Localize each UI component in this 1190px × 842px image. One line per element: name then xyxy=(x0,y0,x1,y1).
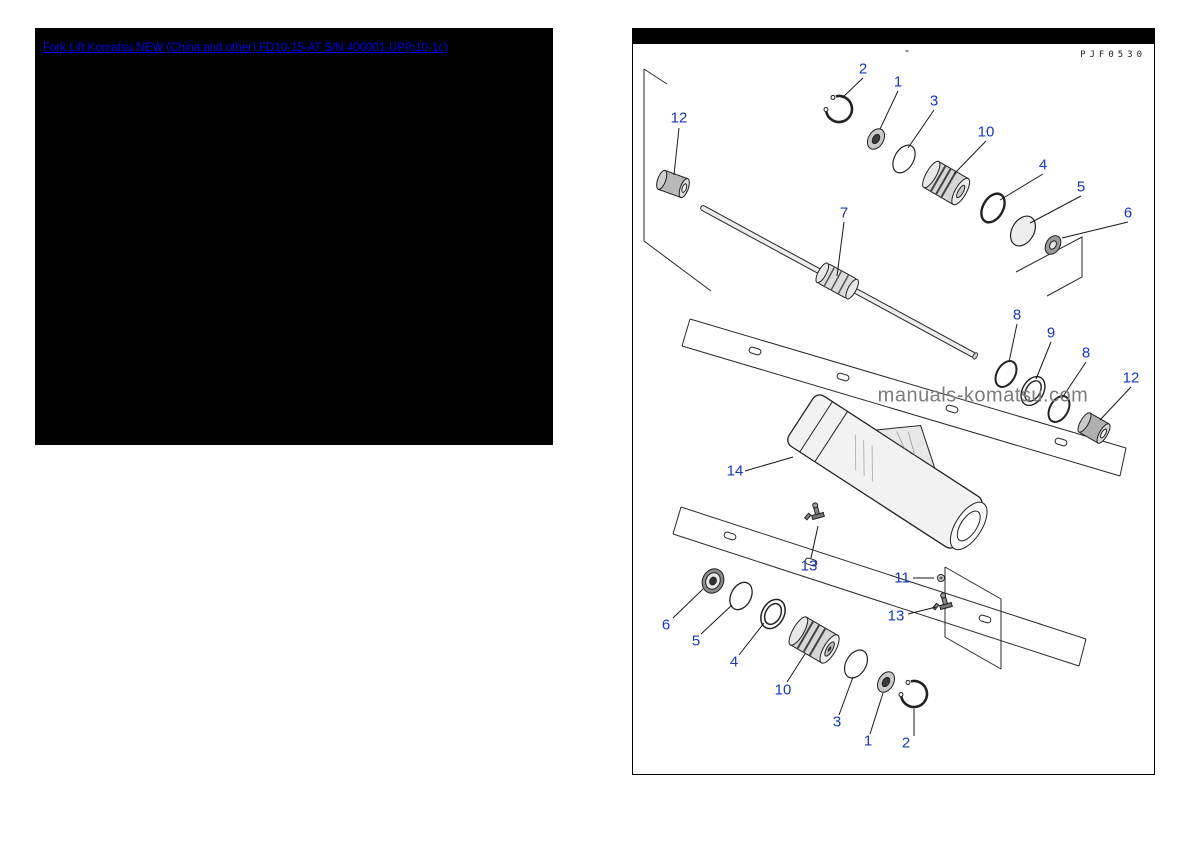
part-plug-11 xyxy=(937,574,945,582)
part-washer-1b xyxy=(876,671,896,693)
callout-3: 3 xyxy=(832,713,842,731)
callout-13: 13 xyxy=(800,557,818,575)
callout-14: 14 xyxy=(726,462,744,480)
part-bushing-12 xyxy=(656,169,690,199)
callout-10: 10 xyxy=(977,123,995,141)
callout-8: 8 xyxy=(1081,344,1091,362)
part-ring-4b xyxy=(760,598,786,630)
callout-4: 4 xyxy=(1038,156,1048,174)
callout-10: 10 xyxy=(774,681,792,699)
callout-1: 1 xyxy=(863,732,873,750)
part-grease-fitting-13a xyxy=(803,502,825,521)
callout-8: 8 xyxy=(1012,306,1022,324)
part-bushing-12b xyxy=(1077,412,1111,444)
part-washer-1 xyxy=(866,128,886,150)
frame-lines xyxy=(643,68,1127,670)
figure-dash: - xyxy=(905,43,909,57)
part-piston-10 xyxy=(922,160,971,206)
part-grease-fitting-13b xyxy=(931,592,953,611)
callout-3: 3 xyxy=(929,92,939,110)
diagram-top-bar xyxy=(633,29,1154,44)
callout-11: 11 xyxy=(894,569,910,587)
callout-13: 13 xyxy=(887,607,905,625)
part-snap-ring-2b xyxy=(898,679,929,709)
exploded-parts-drawing xyxy=(643,68,1132,736)
callout-4: 4 xyxy=(729,653,739,671)
left-black-panel: Fork Lift Komatsu NEW (China and other) … xyxy=(35,28,553,445)
callout-7: 7 xyxy=(839,204,849,222)
part-ring-9 xyxy=(1020,375,1046,407)
callout-2: 2 xyxy=(858,60,868,78)
part-cylinder-body-14 xyxy=(787,394,988,551)
callout-9: 9 xyxy=(1046,324,1056,342)
callout-6: 6 xyxy=(661,616,671,634)
part-spacer-3 xyxy=(892,144,916,174)
figure-code: PJF0530 xyxy=(1080,50,1146,60)
manual-breadcrumb-link[interactable]: Fork Lift Komatsu NEW (China and other) … xyxy=(43,42,448,54)
callout-1: 1 xyxy=(893,73,903,91)
callout-6: 6 xyxy=(1123,204,1133,222)
leader-lines xyxy=(672,77,1132,736)
part-seal-5 xyxy=(1009,215,1037,247)
part-nut-6 xyxy=(1044,235,1062,255)
callout-5: 5 xyxy=(1076,178,1086,196)
part-spacer-3b xyxy=(843,649,869,679)
part-snap-ring-2 xyxy=(823,94,854,124)
watermark: manuals-komatsu.com xyxy=(877,384,1089,407)
part-oring-4 xyxy=(980,192,1006,224)
part-piston-10b xyxy=(788,616,840,664)
parts-diagram-panel: - PJF0530 xyxy=(632,28,1155,775)
part-ring-8a xyxy=(994,360,1018,388)
callout-2: 2 xyxy=(901,734,911,752)
callout-12: 12 xyxy=(670,109,688,127)
part-bearing-6b xyxy=(701,568,725,594)
callout-12: 12 xyxy=(1122,369,1140,387)
part-ring-8b xyxy=(1047,395,1071,423)
callout-5: 5 xyxy=(691,632,701,650)
part-rod-7 xyxy=(700,205,979,360)
part-seal-5b xyxy=(729,581,753,611)
